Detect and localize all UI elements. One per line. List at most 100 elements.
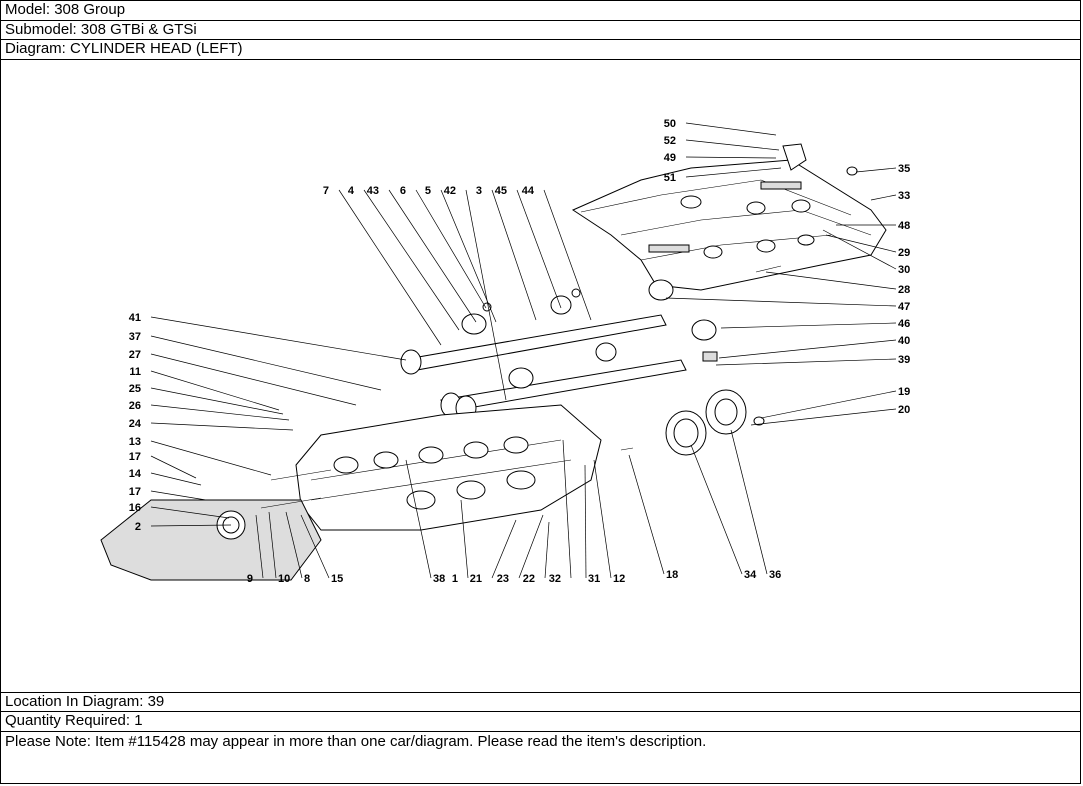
callout-51: 51 <box>664 172 676 184</box>
leader-line <box>543 189 592 321</box>
callout-33: 33 <box>898 190 910 202</box>
callout-2: 2 <box>135 521 141 533</box>
callout-27: 27 <box>129 349 141 361</box>
callout-19: 19 <box>898 386 910 398</box>
callout-21: 21 <box>470 573 482 585</box>
callout-17: 17 <box>129 451 141 463</box>
callout-34: 34 <box>744 569 757 581</box>
callout-49: 49 <box>664 152 676 164</box>
callout-47: 47 <box>898 301 910 313</box>
callout-30: 30 <box>898 264 910 276</box>
leader-line <box>715 358 897 366</box>
callout-48: 48 <box>898 220 910 232</box>
leader-line <box>855 167 897 173</box>
callout-28: 28 <box>898 284 910 296</box>
leader-line <box>150 490 207 501</box>
leader-line <box>685 167 782 178</box>
leader-line <box>665 297 897 307</box>
leader-line <box>870 194 897 201</box>
callout-50: 50 <box>664 118 676 130</box>
camshafts <box>400 314 687 421</box>
divider <box>0 59 1081 60</box>
divider <box>0 39 1081 40</box>
note-text: Please Note: Item #115428 may appear in … <box>5 733 707 750</box>
leader-line <box>150 316 407 361</box>
leader-line <box>255 514 264 579</box>
leader-line <box>516 189 562 309</box>
callout-43: 43 <box>367 185 379 197</box>
leader-line <box>285 511 303 579</box>
callout-40: 40 <box>898 335 910 347</box>
callout-17: 17 <box>129 486 141 498</box>
callout-24: 24 <box>129 418 142 430</box>
leader-line <box>415 189 487 309</box>
leader-line <box>628 454 665 575</box>
divider <box>0 692 1081 693</box>
leader-line <box>685 156 777 159</box>
leader-line <box>518 514 544 579</box>
leader-line <box>718 339 897 359</box>
callout-16: 16 <box>129 502 141 514</box>
top-border <box>0 0 540 1</box>
leader-line <box>465 189 507 401</box>
leader-line <box>544 521 550 579</box>
divider <box>0 731 1081 732</box>
leader-line <box>460 499 469 579</box>
leader-line <box>150 370 280 411</box>
model-label: Model: 308 Group <box>5 1 126 18</box>
callout-11: 11 <box>129 366 141 378</box>
callout-41: 41 <box>129 312 141 324</box>
leader-line <box>822 229 897 270</box>
callout-7: 7 <box>323 185 329 197</box>
cam-cover <box>571 143 887 291</box>
leader-line <box>388 189 477 323</box>
callout-1: 1 <box>452 573 458 585</box>
callout-4: 4 <box>348 185 355 197</box>
callout-42: 42 <box>444 185 456 197</box>
leader-line <box>150 506 230 519</box>
leader-line <box>150 472 202 486</box>
leader-line <box>268 511 277 579</box>
leader-line <box>685 122 777 136</box>
location-label: Location In Diagram: 39 <box>5 693 165 710</box>
leader-line <box>593 459 612 579</box>
leader-line <box>338 189 442 346</box>
leader-line <box>150 422 294 431</box>
callout-45: 45 <box>495 185 507 197</box>
leader-line <box>300 514 330 579</box>
callout-23: 23 <box>497 573 509 585</box>
leader-line <box>440 189 497 323</box>
callout-5: 5 <box>425 185 431 197</box>
callout-37: 37 <box>129 331 141 343</box>
cylinder-head <box>295 404 602 531</box>
leader-line <box>405 459 432 579</box>
leader-line <box>720 322 897 329</box>
leader-line <box>765 271 897 290</box>
callout-3: 3 <box>476 185 482 197</box>
leader-line <box>150 440 272 476</box>
callout-15: 15 <box>331 573 343 585</box>
leader-line <box>150 387 284 415</box>
leader-line <box>363 189 460 331</box>
callout-36: 36 <box>769 569 781 581</box>
callout-25: 25 <box>129 383 141 395</box>
leader-line <box>491 519 517 579</box>
callout-26: 26 <box>129 400 141 412</box>
callout-44: 44 <box>522 185 535 197</box>
callout-12: 12 <box>613 573 625 585</box>
callout-29: 29 <box>898 247 910 259</box>
leader-line <box>760 390 897 419</box>
leader-line <box>584 464 587 579</box>
leader-line <box>750 408 897 426</box>
leader-line <box>150 524 232 527</box>
quantity-label: Quantity Required: 1 <box>5 712 143 729</box>
submodel-label: Submodel: 308 GTBi & GTSi <box>5 21 197 38</box>
leader-line <box>150 455 197 479</box>
leader-line <box>690 444 743 575</box>
leader-line <box>562 439 572 579</box>
leader-line <box>730 429 768 575</box>
